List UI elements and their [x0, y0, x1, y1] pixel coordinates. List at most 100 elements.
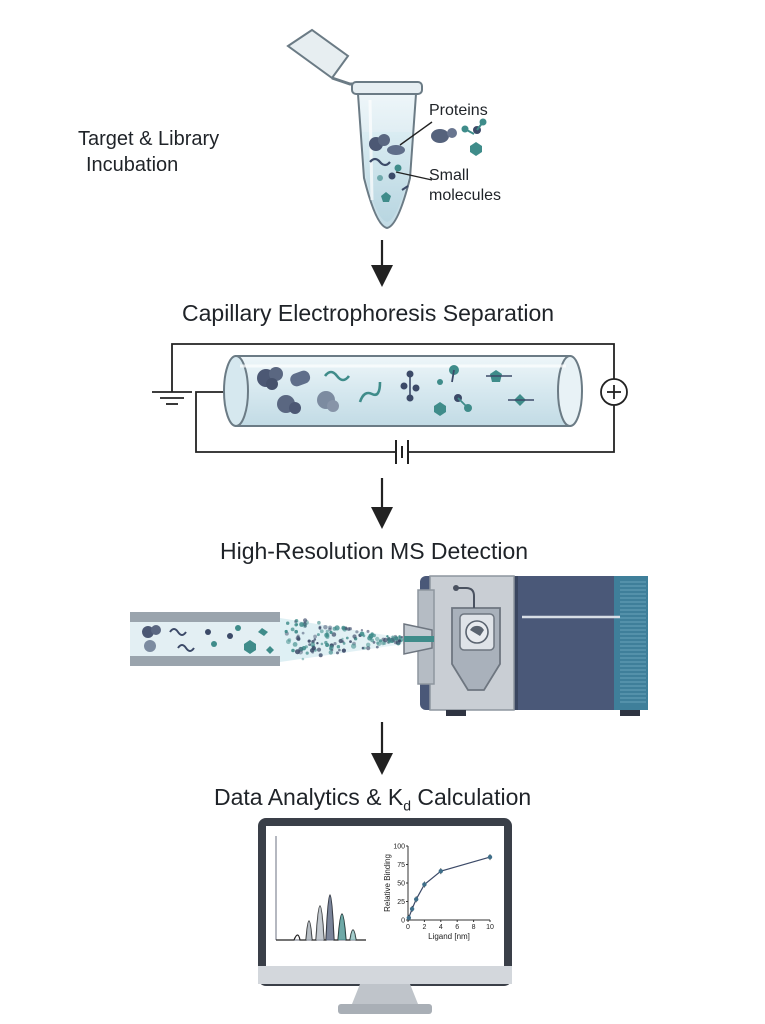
droplet [323, 625, 328, 630]
y-tick-label: 100 [393, 844, 405, 851]
droplet [295, 623, 299, 626]
detection-title: High-Resolution MS Detection [220, 538, 529, 564]
data-point [409, 906, 415, 912]
droplet [287, 638, 292, 642]
tube-lid-icon [286, 28, 380, 86]
droplet [398, 637, 402, 640]
droplet [386, 635, 389, 638]
droplet [331, 632, 337, 637]
droplet [355, 630, 359, 634]
small-molecules-line1: Small [429, 167, 470, 184]
proteins-label: Proteins [429, 102, 488, 119]
droplet [301, 631, 305, 635]
droplet [398, 639, 401, 643]
droplet [313, 638, 317, 641]
microcentrifuge-tube [286, 28, 423, 230]
battery-icon [393, 440, 409, 464]
droplet [308, 643, 311, 646]
droplet [359, 631, 365, 637]
x-tick-label: 10 [486, 924, 494, 931]
x-tick-label: 0 [406, 924, 410, 931]
droplet [319, 629, 324, 634]
data-point [422, 882, 427, 887]
x-tick-label: 6 [455, 924, 459, 931]
droplet [351, 643, 357, 649]
droplet [286, 639, 291, 645]
positive-terminal-icon [600, 378, 628, 406]
ground-icon [152, 391, 192, 405]
incubation-title-line2: Incubation [86, 154, 179, 176]
droplet [380, 640, 386, 646]
droplet [310, 642, 316, 648]
droplet [301, 657, 305, 661]
droplet [316, 633, 320, 637]
x-axis-label: Ligand [nm] [428, 932, 470, 941]
droplet [341, 625, 346, 630]
droplet [361, 646, 365, 650]
droplet [391, 635, 395, 639]
data-point [438, 868, 443, 874]
droplet [295, 649, 300, 655]
x-tick-label: 4 [439, 924, 443, 931]
analytics-title-subscript: d [403, 797, 411, 814]
y-tick-label: 50 [397, 881, 405, 888]
y-tick-label: 75 [397, 862, 405, 869]
mass-spectrometer [403, 575, 648, 716]
analytics-title-prefix: Data Analytics & K [214, 784, 404, 810]
vent-grille [620, 581, 646, 703]
droplet [325, 634, 330, 640]
droplet [286, 621, 290, 625]
droplet [336, 645, 341, 649]
droplet [338, 648, 341, 652]
data-point [406, 915, 412, 920]
droplet [318, 653, 323, 658]
droplet [324, 640, 328, 645]
droplet [366, 642, 371, 647]
spray-droplets [284, 618, 404, 661]
proteins-leader-line [399, 121, 433, 146]
droplet [304, 645, 308, 649]
droplet [366, 646, 371, 651]
droplet [332, 626, 337, 631]
droplet [383, 637, 388, 643]
droplet [295, 635, 301, 641]
droplet [400, 635, 403, 639]
droplet [368, 633, 374, 639]
droplet [328, 650, 333, 655]
y-axis-label: Relative Binding [383, 854, 392, 912]
droplet [317, 620, 321, 625]
droplet [360, 629, 364, 632]
droplet [375, 636, 380, 642]
droplet [316, 642, 319, 645]
droplet [329, 630, 333, 635]
droplet [363, 646, 366, 650]
droplet [294, 619, 299, 623]
droplet [375, 645, 379, 649]
small-molecules-line2: molecules [429, 187, 502, 204]
droplet [341, 648, 346, 653]
droplet [366, 629, 370, 633]
separation-title: Capillary Electrophoresis Separation [182, 300, 555, 326]
droplet [305, 651, 309, 655]
droplet [342, 642, 346, 645]
electrospray-capillary [130, 612, 404, 666]
analytics-title-suffix: Calculation [411, 784, 532, 810]
y-tick-label: 25 [397, 899, 405, 906]
capillary-circuit [152, 343, 628, 464]
chromatogram [275, 836, 366, 941]
droplet [284, 629, 288, 634]
droplet [338, 638, 343, 644]
droplet [346, 627, 351, 631]
data-point [487, 854, 493, 860]
droplet [290, 627, 295, 632]
droplet [316, 647, 322, 652]
droplet [291, 648, 295, 653]
proteins-icon [431, 118, 487, 156]
y-tick-label: 0 [401, 918, 405, 925]
droplet [345, 636, 349, 640]
droplet [349, 640, 352, 643]
droplet [292, 642, 298, 647]
droplet [299, 647, 304, 652]
